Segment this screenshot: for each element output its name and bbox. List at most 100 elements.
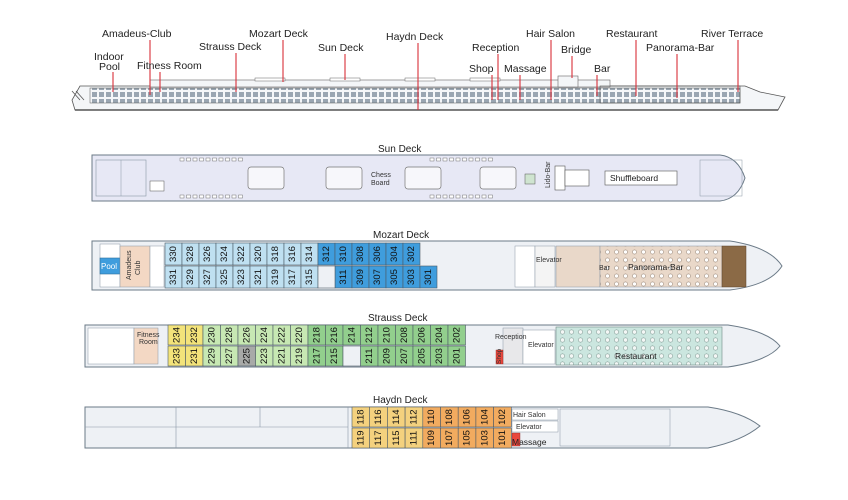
cabin-number-108: 108 [444, 409, 455, 425]
sun-lounger [238, 157, 243, 162]
cabin-number-114: 114 [391, 409, 402, 424]
cabin-number-329: 329 [185, 269, 196, 285]
cabin-number-117: 117 [373, 430, 384, 445]
cabin-202 [447, 324, 466, 346]
cabin-number-217: 217 [311, 348, 322, 364]
cabin-number-219: 219 [294, 348, 305, 364]
strauss-elevator-label: Elevator [528, 342, 554, 349]
cabin-number-201: 201 [451, 348, 462, 364]
cabin-number-326: 326 [202, 246, 213, 262]
cabin-number-206: 206 [416, 327, 427, 343]
callout-pool: Pool [99, 61, 120, 73]
sun-lounger [468, 157, 474, 162]
sun-lounger [442, 157, 448, 162]
cabin-number-109: 109 [426, 430, 437, 446]
sun-lounger [462, 157, 467, 162]
cabin-number-324: 324 [219, 246, 230, 262]
mozart-deck-title: Mozart Deck [373, 230, 430, 241]
cabin-number-222: 222 [276, 327, 287, 343]
callout-amadeus-club: Amadeus-Club [102, 28, 172, 40]
callout-indoor: Indoor [94, 51, 124, 63]
cabin-number-111: 111 [408, 431, 419, 445]
chess-board-label-1: Chess [371, 172, 391, 179]
haydn-massage-label: Massage [512, 437, 547, 447]
sun-lounger [218, 194, 224, 199]
lido-bar-label: Lido-Bar [545, 161, 552, 188]
sun-lounger [179, 194, 185, 199]
cabin-number-330: 330 [168, 246, 179, 262]
shuffleboard-label: Shuffleboard [610, 173, 658, 183]
cabin-number-216: 216 [329, 327, 340, 343]
strauss-stair [342, 345, 361, 367]
cabin-number-308: 308 [355, 246, 366, 262]
cabin-number-214: 214 [346, 327, 357, 343]
sun-lounger [488, 157, 493, 162]
sun-lounger [449, 194, 454, 199]
fitness-room-label-1: Fitness [137, 332, 160, 339]
cabin-101 [493, 427, 512, 449]
cabin-number-234: 234 [171, 327, 182, 343]
pool-label: Pool [101, 262, 117, 271]
sun-lounger [218, 157, 224, 162]
sun-deck-plan [91, 154, 746, 202]
cabin-number-231: 231 [189, 348, 200, 364]
sun-lounger [475, 194, 480, 199]
cabin-number-118: 118 [355, 409, 366, 424]
sun-lounger [475, 157, 480, 162]
cabin-number-103: 103 [479, 430, 490, 446]
cabin-number-318: 318 [270, 246, 281, 262]
cabin-number-325: 325 [219, 269, 230, 285]
sun-lounger [455, 194, 461, 199]
cabin-number-227: 227 [224, 348, 235, 364]
amadeus-club-label-1: Amadeus [126, 250, 133, 280]
callout-bridge: Bridge [561, 44, 592, 56]
cabin-number-202: 202 [451, 327, 462, 343]
callout-bar: Bar [594, 63, 611, 75]
cabin-102 [493, 406, 512, 428]
cabin-number-223: 223 [259, 348, 270, 364]
fitness-room-label-2: Room [139, 339, 158, 346]
sun-lounger [481, 194, 487, 199]
callout-sun-deck: Sun Deck [318, 42, 364, 54]
cabin-number-215: 215 [329, 348, 340, 364]
callout-river-terrace: River Terrace [701, 28, 763, 40]
cabin-number-229: 229 [206, 348, 217, 364]
cabin-number-212: 212 [364, 327, 375, 343]
cabin-number-311: 311 [338, 269, 349, 284]
cabin-number-119: 119 [355, 430, 366, 445]
cabin-number-105: 105 [462, 430, 473, 446]
cabin-number-315: 315 [304, 269, 315, 285]
sun-lounger [186, 194, 191, 199]
callout-lines [112, 40, 739, 110]
strauss-shop-label: Shop [496, 348, 503, 364]
cabin-number-303: 303 [406, 269, 417, 285]
callout-restaurant: Restaurant [606, 28, 657, 40]
cabin-number-312: 312 [321, 246, 332, 262]
cabin-number-104: 104 [479, 409, 490, 425]
sun-lounger [199, 194, 204, 199]
sun-lounger [199, 157, 204, 162]
cabin-number-310: 310 [338, 246, 349, 262]
cabin-number-306: 306 [372, 246, 383, 262]
callout-mozart-deck: Mozart Deck [249, 28, 309, 40]
cabin-number-316: 316 [287, 246, 298, 262]
cabin-number-107: 107 [444, 430, 455, 446]
callout-fitness-room: Fitness Room [137, 60, 202, 72]
cabin-number-233: 233 [171, 348, 182, 364]
sun-lounger [468, 194, 474, 199]
sun-lounger [231, 157, 237, 162]
sun-loungers [179, 157, 493, 199]
sun-lounger [212, 157, 217, 162]
cabin-number-232: 232 [189, 327, 200, 343]
sun-lounger [212, 194, 217, 199]
callout-haydn-deck: Haydn Deck [386, 31, 444, 43]
cabin-number-302: 302 [406, 246, 417, 262]
sun-lounger [449, 157, 454, 162]
cabin-number-304: 304 [389, 246, 400, 262]
cabin-number-205: 205 [416, 348, 427, 364]
cabin-number-320: 320 [253, 246, 264, 262]
callout-shop: Shop [469, 63, 494, 75]
sun-lounger [231, 194, 237, 199]
callout-massage: Massage [504, 63, 547, 75]
